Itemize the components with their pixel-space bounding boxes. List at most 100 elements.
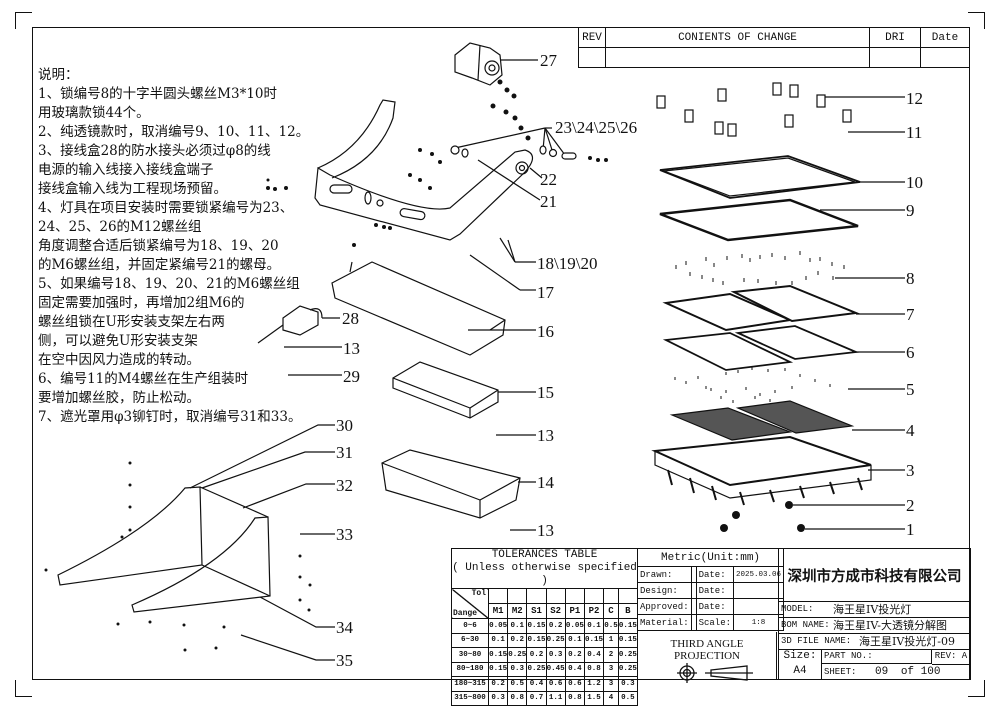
tolerance-range: 0~6 [451,618,489,634]
metric-value2 [733,598,785,615]
metric-label2: Date: [695,598,735,615]
tolerance-value: 0.15 [617,632,639,648]
tolerance-column-header: B [617,603,639,619]
callout-34: 34 [336,618,353,637]
tolerance-value: 0.25 [617,647,639,663]
sheet-total: 100 [920,666,941,678]
tolerance-column-header: C [603,603,619,619]
sheet-value: 09 [875,666,889,678]
callout-10: 10 [906,173,923,192]
part-2-1-nuts [720,501,805,532]
callout-7: 7 [906,305,915,324]
bolts-bracket [266,148,608,247]
tolerance-value: 3 [603,661,619,677]
leader-34 [259,596,335,628]
file-row: 3D FILE NAME: 海王星IV投光灯-09 [779,633,970,650]
tolerance-value: 0.4 [564,661,585,677]
metric-row: Design:Date: [637,582,785,599]
part-8-screws [675,251,845,285]
tolerance-column-header: S2 [545,603,566,619]
date-cell [920,47,970,68]
part-6-lens [662,325,860,371]
part-7-pcb [662,284,860,332]
model-value: 海王星IV投光灯 [833,603,912,616]
part-3-housing [651,435,872,506]
tolerance-column-header: P2 [583,603,605,619]
callout-3: 3 [906,461,915,480]
tolerance-value: 0.2 [564,647,585,663]
tolerance-column-header: M2 [507,603,528,619]
leader-31 [201,451,335,489]
note-line: 6、编号11的M4螺丝在生产组装时 [38,371,249,387]
tolerances-title-cell: TOLERANCES TABLE ( Unless otherwise spec… [451,548,638,589]
tolerance-value: 0.15 [583,632,605,648]
callout-32: 32 [336,476,353,495]
tolerance-column-header: P1 [564,603,585,619]
sheet-cell: SHEET: 09 of 100 [822,665,970,680]
part-9-gasket [659,198,859,242]
tolerance-value: 0.1 [564,632,585,648]
tolerances-title: TOLERANCES TABLE [491,549,598,561]
date-header: Date [920,27,970,48]
callout-30: 30 [336,416,353,435]
leader-17 [469,254,521,291]
revision-table: REV CONIENTS OF CHANGE DRI Date [578,27,970,68]
leader-22 [529,167,543,179]
leader-30 [189,424,335,489]
metric-value2: 1:8 [733,614,785,631]
part-28-junction-box [257,305,323,344]
visor-screws [44,461,312,652]
part-15-driver [392,361,499,419]
corner-mark-top-left [15,12,32,29]
note-line: 固定需要加强时，再增加2组M6的 [38,295,245,311]
part-12-clips [656,82,852,137]
size-label: Size: [783,650,817,662]
note-line: 在空中因风力造成的转动。 [38,352,200,368]
metric-row: Approved:Date: [637,598,785,615]
tolerance-value: 1.1 [545,690,566,706]
tolerance-value: 0.1 [487,632,509,648]
note-line: 角度调整合适后锁紧编号为18、19、20 [38,238,279,254]
model-label: MODEL: [781,604,814,614]
tolerance-value: 0.5 [603,618,619,634]
part-10-glass [659,155,861,199]
callout-13: 13 [537,426,554,445]
note-line: 电源的输入线接入接线盒端子 [38,162,214,178]
callout-9: 9 [906,201,915,220]
contents-header: CONIENTS OF CHANGE [605,27,870,48]
file-label: 3D FILE NAME: [781,636,852,646]
metric-label2: Date: [695,566,735,583]
metric-label2: Scale: [695,614,735,631]
corner-mark-bottom-right [968,680,985,697]
callout-4: 4 [906,421,915,440]
size-cell: Size: A4 [779,649,822,680]
leader-32 [242,483,335,509]
tolerance-range: 315~800 [451,690,489,706]
metric-value2: 2025.03.06 [733,566,785,583]
callout-29: 29 [343,367,360,386]
tolerance-value: 0.4 [583,647,605,663]
tolerance-column-header: S1 [526,603,547,619]
tolerance-value: 0.8 [564,690,585,706]
title-block: 深圳市方成市科技有限公司 MODEL: 海王星IV投光灯 BOM NAME: 海… [778,548,971,680]
bom-label: BOM NAME: [781,620,830,630]
sheet-label: SHEET: [824,667,857,677]
tolerance-value: 0.6 [564,676,585,692]
leader-23 [454,127,546,149]
tolerance-value: 0.3 [617,676,639,692]
callout-23-24-25-26: 23\24\25\26 [555,118,638,137]
metric-label2: Date: [695,582,735,599]
tolerances-table: TOLERANCES TABLE ( Unless otherwise spec… [451,548,639,706]
metric-value2 [733,582,785,599]
tolerance-value: 0.8 [507,690,528,706]
tolerance-value: 0.05 [487,618,509,634]
tolerance-value: 0.25 [545,632,566,648]
tolerance-value: 0.3 [487,690,509,706]
callout-22: 22 [540,170,557,189]
part-5-screws [674,367,831,403]
